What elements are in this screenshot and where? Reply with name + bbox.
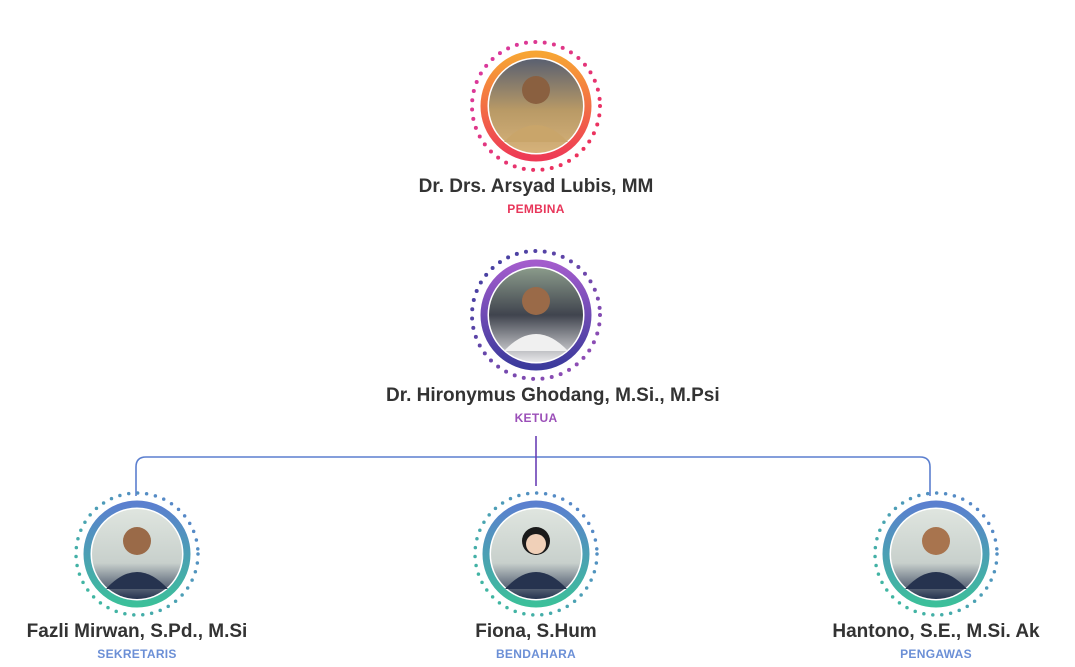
member-role: KETUA bbox=[514, 411, 558, 425]
avatar bbox=[0, 489, 287, 619]
member-role: PENGAWAS bbox=[900, 647, 972, 661]
org-node-ketua: Dr. Hironymus Ghodang, M.Si., M.Psi KETU… bbox=[386, 247, 720, 425]
member-name: Hantono, S.E., M.Si. Ak bbox=[832, 621, 1040, 642]
member-role: BENDAHARA bbox=[495, 647, 577, 661]
member-name: Fiona, S.Hum bbox=[475, 621, 597, 642]
org-node-pembina: Dr. Drs. Arsyad Lubis, MM PEMBINA bbox=[386, 38, 686, 216]
member-name: Dr. Hironymus Ghodang, M.Si., M.Psi bbox=[386, 385, 720, 406]
member-role: PEMBINA bbox=[507, 202, 565, 216]
member-name: Dr. Drs. Arsyad Lubis, MM bbox=[418, 176, 654, 197]
org-node-sekretaris: Fazli Mirwan, S.Pd., M.Si SEKRETARIS bbox=[0, 489, 287, 661]
avatar bbox=[386, 489, 686, 619]
org-node-bendahara: Fiona, S.Hum BENDAHARA bbox=[386, 489, 686, 661]
member-role: SEKRETARIS bbox=[97, 647, 177, 661]
avatar bbox=[386, 247, 686, 383]
org-node-pengawas: Hantono, S.E., M.Si. Ak PENGAWAS bbox=[786, 489, 1075, 661]
member-name: Fazli Mirwan, S.Pd., M.Si bbox=[26, 621, 248, 642]
avatar bbox=[786, 489, 1075, 619]
avatar bbox=[386, 38, 686, 174]
